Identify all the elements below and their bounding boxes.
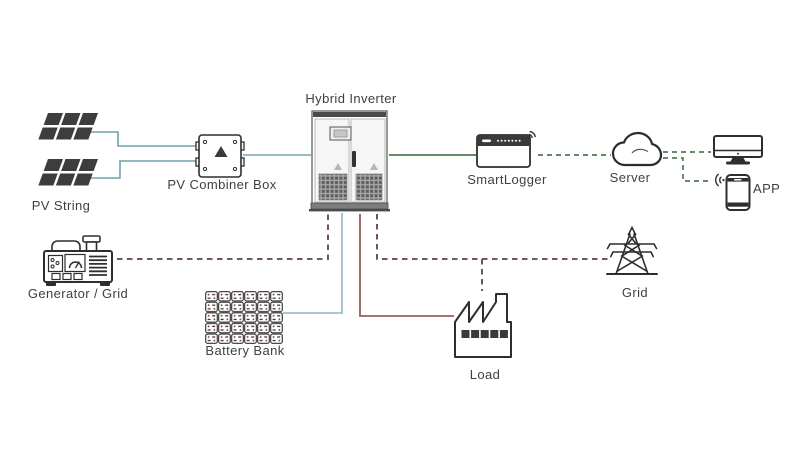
factory-icon [454, 293, 512, 358]
solar-panel-icon [38, 159, 98, 186]
pv-combiner-box-label: PV Combiner Box [167, 177, 276, 192]
server-to-app-line [663, 157, 708, 182]
load-label: Load [470, 367, 501, 382]
cloud-icon [611, 131, 663, 167]
cloud-detail-curve [631, 148, 649, 154]
backup-dashed-lines [117, 214, 609, 291]
inverter-to-load-line [359, 214, 454, 317]
pv-combiner-box-node: PV Combiner Box [167, 134, 276, 192]
inverter-cabinet-icon [309, 110, 390, 212]
generator-grid-label: Generator / Grid [28, 286, 128, 301]
grid-node: Grid [606, 225, 658, 300]
pv-string-to-combiner-lines [90, 131, 197, 179]
hybrid-inverter-label: Hybrid Inverter [305, 91, 397, 106]
comm-dashed-lines [538, 151, 711, 182]
combiner-box-icon [195, 134, 245, 178]
datalogger-wifi-icon [476, 130, 536, 168]
app-node: APP [714, 173, 780, 211]
wifi-signal-icon [527, 130, 536, 140]
smartphone-wifi-icon [714, 173, 751, 211]
battery-bank-label: Battery Bank [205, 343, 284, 358]
grid-label: Grid [622, 285, 648, 300]
door-handle [352, 151, 356, 167]
battery-bank-node: Battery Bank [205, 291, 284, 358]
hybrid-inverter-node: Hybrid Inverter [305, 91, 397, 212]
generator-icon [43, 235, 113, 286]
status-dots [497, 139, 521, 142]
battery-rack-icon [205, 291, 283, 344]
factory-windows [461, 330, 508, 338]
transmission-tower-icon [606, 225, 658, 275]
solar-panel-icon [38, 113, 98, 140]
server-node: Server [610, 131, 663, 185]
wifi-waves-icon [714, 173, 725, 187]
pv-string-label: PV String [32, 198, 91, 213]
app-label: APP [753, 181, 780, 196]
battery-to-inverter-line [283, 213, 343, 314]
monitor-node [713, 135, 763, 165]
inverter-to-grid-line [376, 214, 609, 260]
load-node: Load [454, 293, 512, 382]
desktop-monitor-icon [713, 135, 763, 165]
pv-bottom-line [90, 160, 197, 179]
server-label: Server [610, 170, 651, 185]
generator-grid-node: Generator / Grid [28, 235, 128, 301]
warning-triangle-icon [214, 146, 228, 157]
generator-to-inverter-line [117, 214, 329, 260]
vent-lines [89, 255, 107, 276]
smartlogger-label: SmartLogger [467, 172, 547, 187]
pv-top-line [90, 131, 197, 147]
smartlogger-node: SmartLogger [467, 130, 547, 187]
gauge-dial [68, 261, 83, 269]
pv-string-node: PV String [32, 113, 98, 213]
